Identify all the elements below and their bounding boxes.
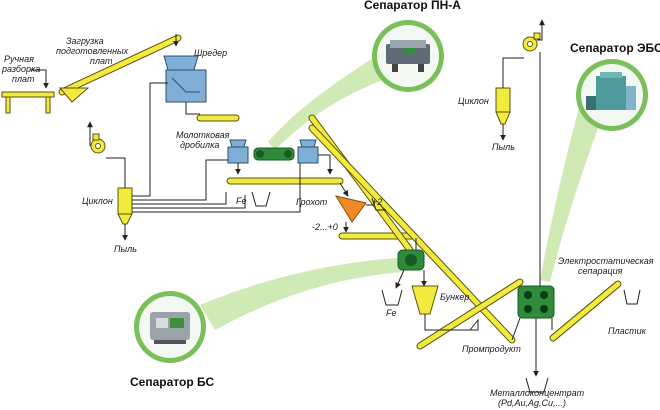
cyclone-right [495,87,511,125]
title-separator-ebs: Сепаратор ЭБС [570,41,660,55]
label-metal-concentrate: Металлоконцентрат (Pd,Au,Ag,Cu,...) [490,388,587,408]
bunker [411,285,439,315]
fan-right-icon [522,32,541,52]
label-plastic: Пластик [608,326,647,336]
separator-ebs-image [576,59,648,131]
label-plus2: +2 [372,197,382,207]
title-separator-bs: Сепаратор БС [130,375,214,389]
conveyors [58,34,622,350]
callout-beam-ebs [540,85,610,282]
bin-metal-concentrate [525,377,549,393]
bin-plus2 [371,197,386,211]
label-bunker: Бункер [440,292,469,302]
label-manual-sort: Ручная разборка плат [1,54,43,84]
electrostatic-separator [517,285,555,319]
label-minus2plus0: -2...+0 [312,222,338,232]
label-loading: Загрузка подготовленных плат [56,36,131,66]
collection-bins [251,191,641,393]
label-fe-top: Fe [236,196,247,206]
bin-plastic [623,289,641,305]
label-shredder: Шредер [194,48,227,58]
label-dust-left: Пыль [114,244,137,254]
title-separator-pn-a: Сепаратор ПН-А [364,0,461,12]
bin-fe-bottom [381,289,403,306]
hammer-mill-left [227,139,249,164]
cyclone-left [117,187,133,225]
label-hammer-mill: Молотковая дробилка [176,130,232,150]
callout-beam-pn-a [268,50,405,150]
label-cyclone-right: Циклон [458,96,489,106]
callout-beam-bs [200,258,402,330]
fan-left-icon [90,133,106,154]
magnetic-separator-pn-a [253,147,295,161]
separator-bs-image [134,291,206,363]
flow-lines [30,19,553,377]
label-electrostatic: Электростатическая сепарация [558,256,656,276]
label-screen: Грохот [296,197,328,207]
bin-fe-top [251,191,271,207]
drum-separator-bs [397,249,425,271]
label-fe-bottom: Fe [386,308,397,318]
separator-pn-a-image [372,20,444,92]
vibrating-screen [334,195,367,223]
label-middlings: Промпродукт [462,344,521,354]
shredder [163,55,207,103]
hammer-mill-right [297,139,319,164]
label-dust-right: Пыль [492,142,515,152]
label-cyclone-left: Циклон [82,196,113,206]
feed-hopper [58,87,90,103]
manual-sorting-table [1,91,55,114]
